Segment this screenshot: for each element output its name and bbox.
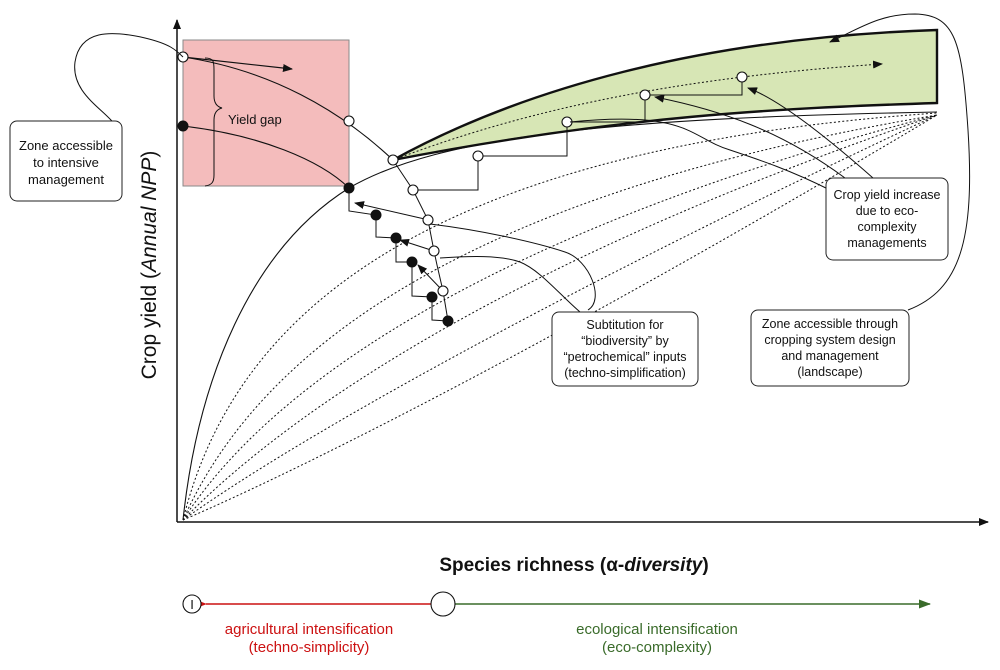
dotted-curve-3	[182, 114, 938, 521]
substitution-box: Subtitution for “biodiversity” by “petro…	[551, 311, 699, 387]
intensive-management-zone	[182, 39, 350, 187]
intensive-zone-box: Zone accessible to intensive management	[9, 120, 123, 202]
open-yield-curve	[182, 56, 394, 161]
substitution-line: “petrochemical” inputs	[564, 350, 687, 364]
dotted-curve-2	[182, 114, 938, 521]
origin-marker-small	[182, 594, 202, 614]
open-yield-arrow	[182, 56, 293, 72]
landscape-zone-line: cropping system design	[764, 333, 895, 347]
filled-point	[426, 291, 438, 303]
substitution-line: “biodiversity” by	[581, 334, 669, 348]
y-axis-label: Crop yield (Annual NPP)	[138, 151, 161, 380]
crop-yield-increase-line: managements	[847, 236, 926, 250]
x-axis-label: Species richness (α-diversity)	[439, 555, 708, 576]
open-point	[387, 154, 399, 166]
landscape-callout-line	[829, 13, 971, 311]
open-point	[343, 115, 355, 127]
open-point	[472, 150, 484, 162]
filled-point	[390, 232, 402, 244]
open-point	[407, 184, 419, 196]
origin-marker-large	[430, 591, 456, 617]
crop-yield-increase-box: Crop yield increase due to eco- complexi…	[825, 177, 949, 261]
substitution-callout-line	[429, 223, 596, 311]
dotted-curve-6	[182, 114, 938, 521]
origin-marker-symbol: I	[190, 597, 194, 612]
open-point	[428, 245, 440, 257]
crop-yield-increase-line: complexity	[857, 220, 917, 234]
filled-points	[177, 120, 454, 327]
landscape-zone-line: and management	[781, 349, 879, 363]
landscape-zone-line: (landscape)	[797, 365, 862, 379]
intensive-zone-line: to intensive	[33, 155, 99, 170]
ecological-intensification-label: ecological intensification	[576, 621, 738, 638]
techno-simplicity-label: (techno-simplicity)	[249, 639, 370, 656]
filled-point	[442, 315, 454, 327]
filled-yield-curve	[182, 125, 350, 189]
staircase-arrow-3	[417, 264, 444, 292]
dotted-curve-1	[182, 112, 938, 521]
eco-callout-line-3	[569, 118, 831, 191]
eco-dotted-arrow	[392, 60, 883, 161]
substitution-line: Subtitution for	[586, 318, 663, 332]
filled-point	[343, 182, 355, 194]
substitution-arrow	[354, 201, 430, 221]
outer-envelope-curve	[182, 111, 938, 521]
agricultural-intensification-label: agricultural intensification	[225, 621, 393, 638]
intensive-zone-line: Zone accessible	[19, 138, 113, 153]
open-point	[437, 285, 449, 297]
yield-gap-label: Yield gap	[228, 112, 282, 127]
open-point	[422, 214, 434, 226]
substitution-line: (techno-simplification)	[564, 366, 686, 380]
open-point	[639, 89, 651, 101]
landscape-zone-box: Zone accessible through cropping system …	[750, 309, 910, 387]
intensive-zone-callout-line	[74, 33, 184, 138]
substitution-callout-line-2	[439, 256, 581, 313]
landscape-zone-line: Zone accessible through	[762, 317, 898, 331]
techno-simplification-staircase	[348, 188, 449, 322]
crop-yield-increase-line: Crop yield increase	[834, 188, 941, 202]
crop-yield-increase-line: due to eco-	[856, 204, 919, 218]
dotted-curve-5	[182, 114, 938, 521]
filled-point	[177, 120, 189, 132]
filled-point	[406, 256, 418, 268]
staircase-arrow-2	[399, 238, 435, 252]
yield-gap-brace	[204, 57, 223, 187]
open-point	[736, 71, 748, 83]
filled-point	[370, 209, 382, 221]
eco-callout-line-2	[654, 94, 846, 179]
eco-complexity-label: (eco-complexity)	[602, 639, 712, 656]
eco-callout-line-1	[747, 87, 874, 179]
dotted-curve-4	[182, 114, 938, 521]
intensive-zone-line: management	[28, 172, 104, 187]
